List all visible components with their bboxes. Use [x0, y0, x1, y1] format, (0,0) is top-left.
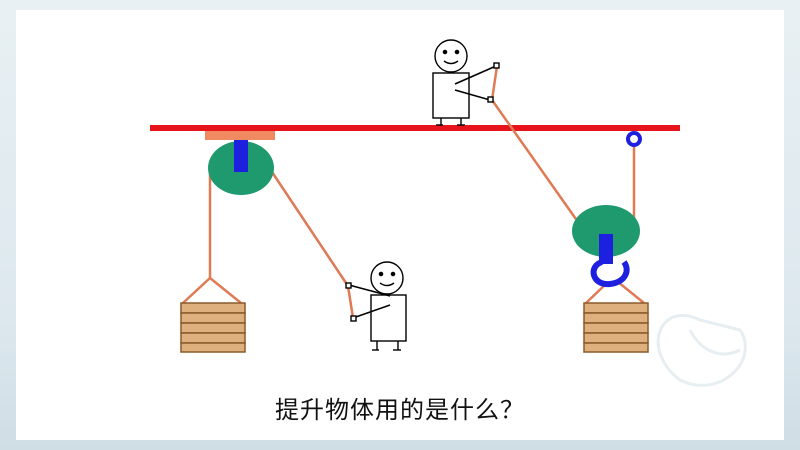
rope-movable-left: [490, 99, 580, 223]
fixed-pulley-mount: [205, 131, 275, 140]
movable-pulley-wheel: [572, 205, 640, 257]
movable-pulley-axle: [599, 234, 613, 264]
rope-fixed-sling-left: [182, 277, 211, 304]
rope-movable-hand: [490, 65, 499, 101]
fixed-pulley-axle: [234, 140, 248, 172]
slide-card: [16, 10, 784, 440]
watermark-leaf-icon: [656, 313, 747, 387]
crate-right: [583, 302, 649, 353]
rope-fixed-right: [270, 171, 350, 287]
movable-pulley-hook-icon: [590, 259, 630, 288]
rope-fixed-hand: [346, 285, 355, 319]
beam-hook-ring: [626, 131, 642, 147]
question-text: 提升物体用的是什么？: [275, 396, 525, 424]
person-lower-icon: [345, 261, 407, 351]
person-upper-icon: [432, 39, 500, 126]
crate-left: [180, 302, 246, 353]
rope-movable-sling-right: [617, 281, 645, 304]
rope-fixed-sling-right: [209, 277, 242, 304]
beam: [150, 125, 680, 131]
ropes: [182, 65, 645, 319]
